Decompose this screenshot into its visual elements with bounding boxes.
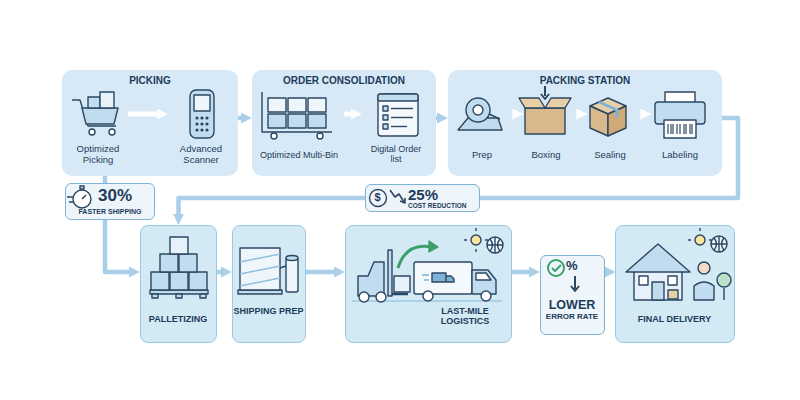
process-panel: PACKING STATION PrepBoxingSealingLabeling xyxy=(448,70,722,176)
tape-icon xyxy=(458,98,502,130)
process-step: Prep xyxy=(451,86,513,172)
node-label: Digital Order list xyxy=(368,144,424,165)
node-label: Sealing xyxy=(579,150,641,161)
wrapped-pallet-icon xyxy=(238,248,298,294)
cart-icon xyxy=(72,92,118,135)
node-label: Boxing xyxy=(515,150,577,161)
order-list-icon xyxy=(378,94,418,136)
node-label: COST REDUCTION xyxy=(408,202,480,209)
process-step: Boxing xyxy=(515,86,577,172)
node-label: Advanced Scanner xyxy=(171,144,231,166)
process-step: Digital Order list xyxy=(362,86,430,172)
node-label: Optimized Picking xyxy=(68,144,128,166)
metric-badge: 25%COST REDUCTION xyxy=(365,184,480,212)
flow-arrow xyxy=(511,112,517,117)
flow-arrow xyxy=(344,112,352,117)
node-label: SHIPPING PREP xyxy=(233,306,304,316)
open-box-icon xyxy=(519,86,571,134)
flow-arrow xyxy=(639,112,645,117)
process-panel: ORDER CONSOLIDATIONOptimized Multi-BinDi… xyxy=(252,70,436,176)
flow-arrow xyxy=(128,112,158,117)
node-label: LAST-MILE LOGISTICS xyxy=(424,306,506,327)
stage-box: LAST-MILE LOGISTICS xyxy=(345,225,512,343)
flow-arrow xyxy=(306,270,335,275)
node-label: PALLETIZING xyxy=(141,314,215,324)
process-step: Advanced Scanner xyxy=(168,86,234,172)
stopwatch-icon xyxy=(67,186,91,208)
node-label: PICKING xyxy=(62,75,238,87)
stage-box: FINAL DELIVERY xyxy=(615,225,735,343)
node-label: ORDER CONSOLIDATION xyxy=(252,75,436,87)
multi-bin-icon xyxy=(262,92,332,139)
node-label: FASTER SHIPPING xyxy=(69,208,151,216)
flow-arrow xyxy=(575,112,581,117)
process-panel: PICKING Optimized Picking Advanced Scanner xyxy=(62,70,238,176)
pallet-icon xyxy=(150,237,208,298)
process-step: Optimized Multi-Bin xyxy=(254,86,344,172)
flow-arrow xyxy=(217,270,222,275)
flow-arrow xyxy=(436,116,438,121)
label-printer-icon xyxy=(655,92,705,138)
node-label: Labeling xyxy=(644,150,716,161)
process-step: Sealing xyxy=(579,86,641,172)
node-label: 25% xyxy=(408,186,478,203)
node-label: LOWER ERROR RATE xyxy=(542,298,602,322)
stage-box: SHIPPING PREP xyxy=(232,225,306,343)
sealed-box-icon xyxy=(590,98,626,136)
cost-icon xyxy=(370,190,406,207)
stage-box: PALLETIZING xyxy=(140,225,217,343)
error-rate-icon xyxy=(548,260,579,291)
result-box: LOWER ERROR RATE xyxy=(540,255,605,335)
node-label: 30% xyxy=(98,186,154,206)
forklift-truck-icon xyxy=(352,228,503,302)
scanner-icon xyxy=(190,90,214,138)
flow-arrow xyxy=(512,270,530,275)
process-step: Optimized Picking xyxy=(68,86,128,172)
node-label: Optimized Multi-Bin xyxy=(249,150,349,160)
node-label: Prep xyxy=(451,150,513,161)
house-icon xyxy=(626,228,731,300)
process-step: Labeling xyxy=(644,86,716,172)
node-label: FINAL DELIVERY xyxy=(616,314,733,324)
metric-badge: 30% FASTER SHIPPING xyxy=(65,183,155,220)
flow-arrow xyxy=(238,116,242,121)
node-label: PACKING STATION xyxy=(448,75,722,87)
